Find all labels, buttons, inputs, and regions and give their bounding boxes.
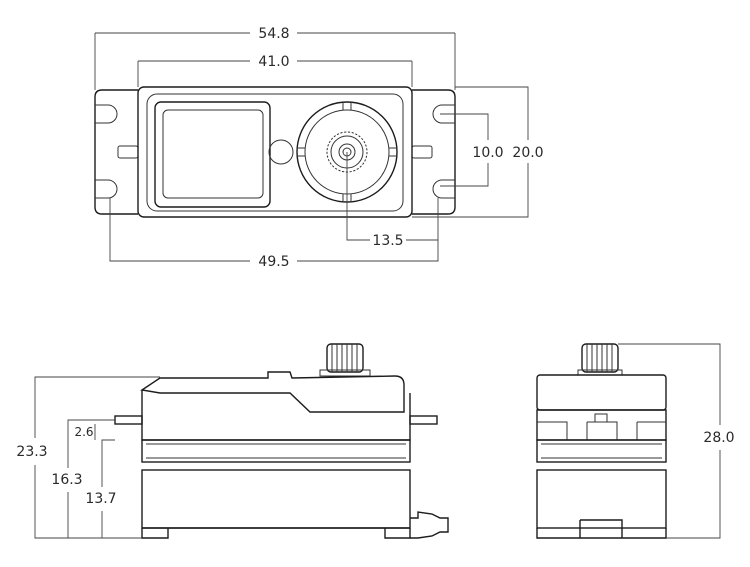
side-seam-band bbox=[536, 439, 667, 463]
dim-label-front-mount-height: 16.3 bbox=[51, 472, 82, 488]
side-output-spline bbox=[581, 343, 619, 373]
right-mount-slot-top bbox=[432, 104, 455, 124]
dim-label-overall-width: 54.8 bbox=[258, 26, 289, 42]
front-output-spline bbox=[326, 343, 364, 373]
dim-label-hole-spacing: 49.5 bbox=[258, 254, 289, 270]
dim-line-overall-height bbox=[412, 86, 529, 218]
dim-label-front-lower-height: 13.7 bbox=[85, 491, 116, 507]
dim-label-flange-thickness: 2.6 bbox=[74, 425, 93, 439]
side-top-cap bbox=[536, 374, 667, 411]
case-label-window-outer bbox=[154, 101, 271, 208]
dim-label-case-width: 41.0 bbox=[258, 54, 289, 70]
dim-line-hole-spacing bbox=[109, 198, 439, 262]
front-wire-exit bbox=[410, 511, 449, 539]
top-view-case-inner bbox=[146, 93, 404, 212]
side-flange-blocks bbox=[537, 421, 666, 440]
case-boss-circle bbox=[268, 139, 294, 165]
side-view: 28.0 bbox=[536, 343, 735, 539]
dim-line-front-mount-height bbox=[67, 419, 115, 538]
output-housing-notches bbox=[297, 102, 397, 202]
case-label-window-inner bbox=[162, 109, 264, 199]
dim-line-inner-height bbox=[440, 113, 489, 187]
left-mount-slot-bottom bbox=[95, 179, 118, 199]
dim-line-side-height bbox=[618, 343, 721, 539]
front-seam-band bbox=[141, 439, 411, 463]
top-view-mounting-tabs bbox=[94, 89, 456, 215]
dim-label-inner-height: 10.0 bbox=[472, 145, 503, 161]
dim-line-shaft-offset bbox=[346, 152, 439, 241]
dim-line-case-width bbox=[137, 60, 413, 87]
dim-line-front-lower-height bbox=[101, 439, 115, 538]
front-bottom-cover bbox=[141, 527, 411, 539]
front-spline-base bbox=[319, 369, 371, 377]
top-view: 54.8 41.0 10.0 20.0 13.5 49.5 bbox=[94, 26, 544, 270]
dim-line-overall-width bbox=[94, 32, 456, 90]
side-seam-lines bbox=[541, 443, 662, 459]
left-mount-slot-top bbox=[95, 104, 118, 124]
right-tab-notch bbox=[411, 145, 433, 159]
side-spline-teeth bbox=[586, 344, 613, 372]
top-view-case-outline bbox=[137, 86, 413, 218]
side-bottom-cover bbox=[536, 519, 667, 539]
front-mounting-flange-left bbox=[114, 415, 143, 425]
dim-label-side-height: 28.0 bbox=[703, 430, 734, 446]
front-upper-case bbox=[141, 390, 411, 441]
front-seam-lines bbox=[146, 443, 406, 459]
dim-label-overall-height: 20.0 bbox=[512, 145, 543, 161]
front-lower-case bbox=[141, 469, 411, 529]
front-top-cap bbox=[140, 371, 405, 413]
front-view: 23.3 16.3 13.7 2.6 bbox=[16, 343, 449, 539]
front-mounting-flange-right bbox=[409, 415, 438, 425]
front-spline-teeth bbox=[331, 344, 358, 372]
dim-label-shaft-offset: 13.5 bbox=[372, 233, 403, 249]
side-lower-case bbox=[536, 469, 667, 529]
dim-line-front-total-height bbox=[34, 376, 160, 539]
dim-label-front-total-height: 23.3 bbox=[16, 444, 47, 460]
left-tab-notch bbox=[117, 145, 139, 159]
right-mount-slot-bottom bbox=[432, 179, 455, 199]
side-center-tab bbox=[594, 413, 608, 423]
